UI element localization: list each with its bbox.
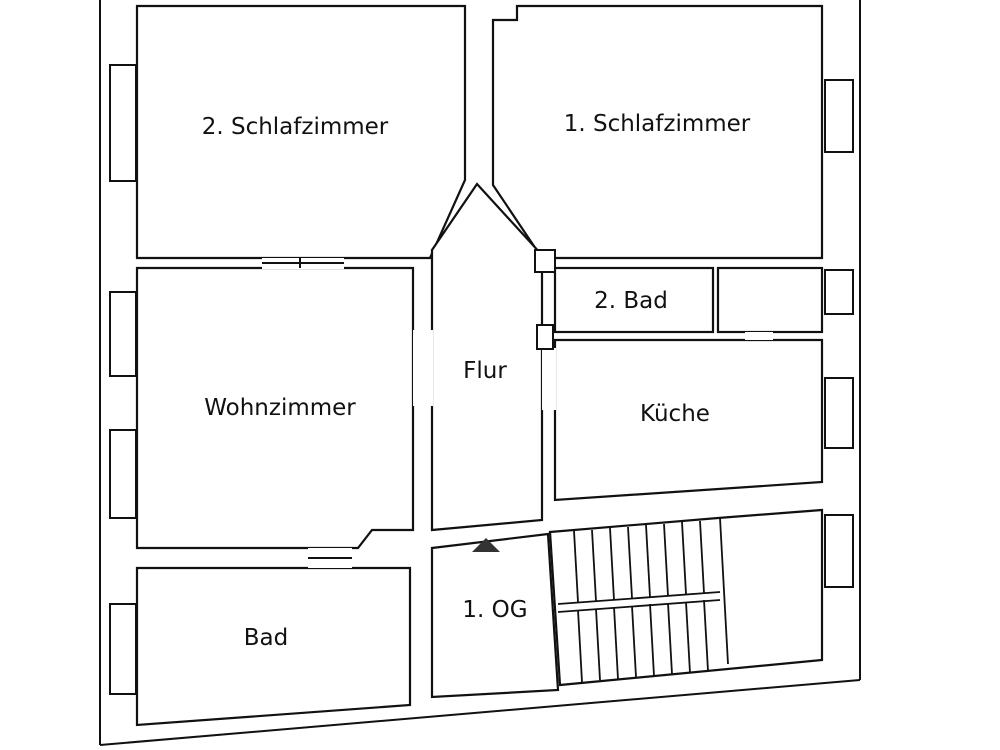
right-windows <box>824 79 854 588</box>
direction-arrow-icon <box>472 538 500 552</box>
stair-outline <box>548 508 824 687</box>
stair-step <box>627 526 633 599</box>
room-bedroom-1 <box>491 4 824 260</box>
window <box>824 79 854 153</box>
stair-step <box>613 606 619 680</box>
label-bedroom-1: 1. Schlafzimmer <box>564 111 751 137</box>
stair-step <box>595 608 601 681</box>
stair-step <box>681 521 687 595</box>
stair-step <box>573 530 579 603</box>
window <box>109 603 137 695</box>
stair-step <box>703 599 709 672</box>
stair-step <box>609 527 615 601</box>
wall-pillar <box>536 324 554 350</box>
room-storage <box>716 266 824 334</box>
stair-landing-line <box>557 599 721 613</box>
outer-wall-bottom <box>99 679 861 746</box>
stair-step <box>663 523 669 597</box>
door-opening <box>542 348 556 410</box>
room-kitchen <box>553 338 824 502</box>
room-bathroom-2 <box>553 266 715 334</box>
door-opening <box>413 330 433 406</box>
outer-walls <box>99 0 861 746</box>
window <box>109 291 137 377</box>
room-landing <box>430 532 560 699</box>
label-living-room: Wohnzimmer <box>204 395 356 421</box>
stair-step <box>699 520 705 594</box>
stair-landing-line <box>557 591 721 605</box>
stair-step <box>631 605 637 678</box>
stair-step <box>645 524 651 598</box>
room-living-room <box>135 266 415 550</box>
staircase <box>548 508 824 687</box>
room-hallway <box>430 182 544 532</box>
window <box>824 269 854 315</box>
window <box>109 64 137 182</box>
label-kitchen: Küche <box>640 401 710 427</box>
door-opening <box>745 332 773 340</box>
wall-pillar <box>534 249 556 273</box>
stair-step <box>667 602 673 675</box>
window <box>824 377 854 449</box>
label-bathroom-2: 2. Bad <box>594 288 668 314</box>
label-hallway: Flur <box>463 358 507 384</box>
label-level: 1. OG <box>462 597 527 623</box>
left-windows <box>109 64 137 695</box>
stair-side-line <box>719 517 729 665</box>
label-bedroom-2: 2. Schlafzimmer <box>202 114 389 140</box>
window <box>824 514 854 588</box>
stair-step <box>577 609 583 683</box>
stair-step <box>649 603 655 677</box>
window <box>109 429 137 519</box>
stair-step <box>591 529 597 602</box>
room-bedroom-2 <box>135 4 467 260</box>
stair-step <box>685 601 691 674</box>
door-marks <box>262 249 773 568</box>
label-bathroom: Bad <box>244 625 288 651</box>
